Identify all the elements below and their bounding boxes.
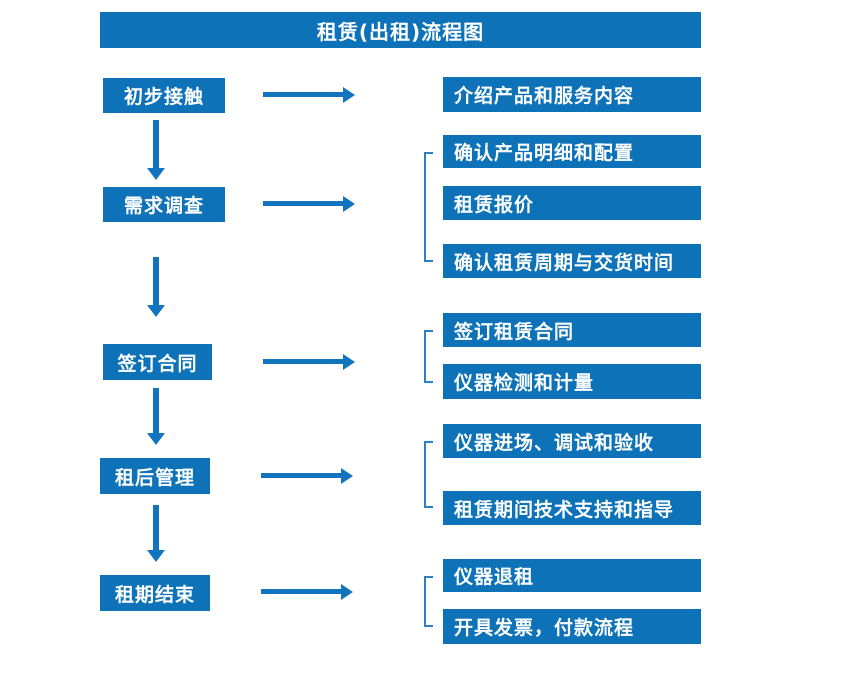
group-bracket [424, 152, 433, 262]
group-bracket [424, 441, 433, 508]
detail-box: 租赁期间技术支持和指导 [443, 491, 701, 525]
arrow-right-icon [261, 468, 353, 484]
detail-box: 租赁报价 [443, 186, 701, 220]
group-bracket [424, 330, 433, 383]
detail-box: 签订租赁合同 [443, 313, 701, 347]
detail-box: 仪器检测和计量 [443, 364, 701, 399]
step-initial-contact: 初步接触 [103, 78, 225, 113]
group-bracket [424, 576, 433, 627]
arrow-down-icon [147, 120, 165, 180]
detail-box: 确认租赁周期与交货时间 [443, 244, 701, 278]
arrow-down-icon [147, 388, 165, 445]
detail-box: 介绍产品和服务内容 [443, 77, 701, 112]
detail-box: 确认产品明细和配置 [443, 135, 701, 168]
arrow-right-icon [263, 196, 355, 212]
step-sign-contract: 签订合同 [103, 344, 212, 380]
arrow-right-icon [263, 354, 355, 370]
detail-box: 仪器进场、调试和验收 [443, 424, 701, 458]
detail-box: 开具发票，付款流程 [443, 609, 701, 644]
flowchart-title: 租赁(出租)流程图 [100, 12, 701, 48]
detail-box: 仪器退租 [443, 559, 701, 592]
step-post-rental-management: 租后管理 [100, 458, 210, 494]
step-demand-survey: 需求调查 [103, 187, 225, 222]
arrow-right-icon [261, 584, 353, 600]
step-rental-end: 租期结束 [100, 575, 210, 611]
arrow-right-icon [263, 87, 355, 103]
arrow-down-icon [147, 257, 165, 317]
arrow-down-icon [147, 505, 165, 562]
